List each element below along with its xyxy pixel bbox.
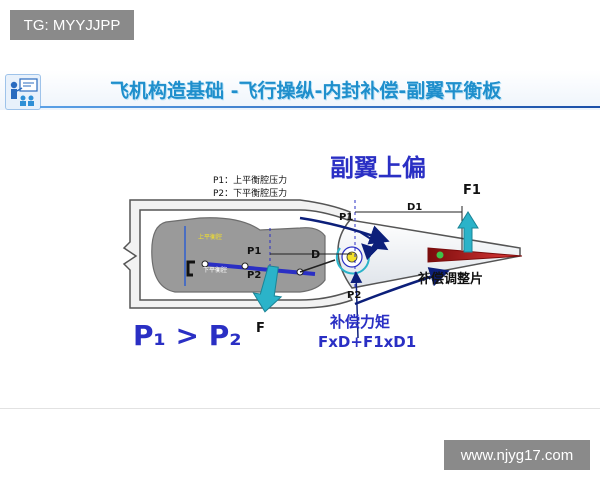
slide-header: 飞机构造基础 -飞行操纵-内封补偿-副翼平衡板 (0, 70, 600, 110)
trim-tab-label: 补偿调整片 (417, 271, 483, 287)
chamber-bracket (186, 260, 195, 277)
label-f: F (256, 321, 265, 336)
diagram-heading: 副翼上偏 (330, 154, 426, 182)
panel-link (299, 259, 336, 273)
watermark-bottom-badge: www.njyg17.com (444, 440, 590, 470)
lower-airflow-arrow (354, 267, 450, 306)
balance-chamber (151, 217, 326, 293)
panel-hinge-left (201, 260, 209, 268)
trim-tab (427, 247, 523, 263)
label-p2-inner: P2 (247, 270, 261, 281)
panel-hinge-mid (241, 262, 249, 270)
moment-label: 补偿力矩 (329, 313, 390, 331)
watermark-top-badge: TG: MYYJJPP (10, 10, 134, 40)
slide-title: 飞机构造基础 -飞行操纵-内封补偿-副翼平衡板 (110, 79, 502, 102)
moment-formula: FxD+F1xD1 (318, 333, 416, 351)
watermark-bottom-text: www.njyg17.com (460, 446, 574, 464)
tab-hinge (436, 251, 444, 259)
header-divider (40, 106, 600, 108)
inner-airflow-arrow (359, 231, 389, 251)
label-f1: F1 (463, 183, 481, 198)
label-p1-top: P1 (339, 212, 353, 223)
label-d1: D1 (407, 202, 422, 213)
label-p2-bottom: P2 (347, 290, 361, 301)
label-p1-inner: P1 (247, 246, 261, 257)
label-d: D (311, 248, 320, 261)
upper-chamber-label: 上平衡腔 (198, 233, 222, 241)
lesson-slide: 飞机构造基础 -飞行操纵-内封补偿-副翼平衡板 (0, 70, 600, 409)
wing-rear-outline (122, 199, 354, 309)
watermark-top-text: TG: MYYJJPP (23, 16, 121, 34)
pressure-comparison: P₁ > P₂ (133, 319, 242, 352)
teacher-presentation-icon (5, 74, 41, 110)
legend-p1: P1：上平衡腔压力 (213, 174, 287, 186)
force-f1-arrow (457, 211, 479, 253)
aileron-balance-diagram: 副翼上偏 P1：上平衡腔压力 P2：下平衡腔压力 上平衡腔 下平衡腔 P1 P1… (122, 154, 523, 352)
legend-p2: P2：下平衡腔压力 (213, 187, 287, 199)
moment-pointer (350, 271, 363, 339)
force-f-arrow (252, 265, 283, 313)
lower-chamber-label: 下平衡腔 (203, 266, 227, 274)
